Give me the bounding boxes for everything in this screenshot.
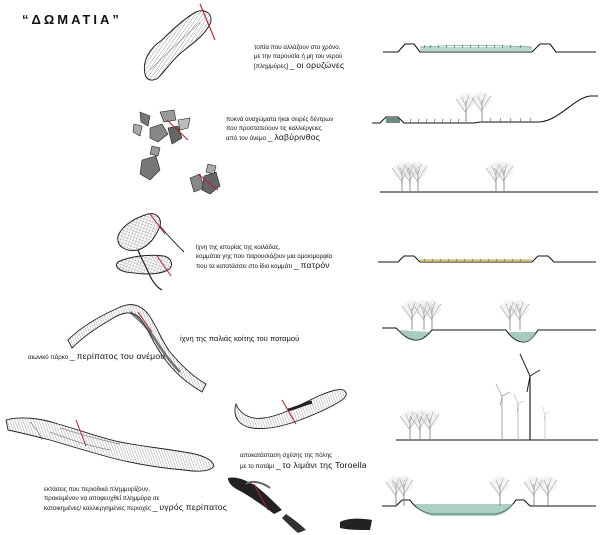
plan-harbour-shapes: [228, 477, 372, 533]
section-old-riverbed: [382, 299, 596, 343]
sheet-title: “ΔΩΜΑΤΙΑ”: [22, 12, 122, 27]
keyword-wind-promenade: περίπατος του ανέμου: [76, 351, 166, 361]
separator: _: [69, 351, 75, 361]
separator: _: [293, 260, 299, 271]
note-line: κομμάτια γης που παρουσιάζουν μια ομοιομ…: [196, 252, 333, 260]
note-wet-promenade: εκτάσεις που περιοδικά πλημμυρίζουν, προ…: [44, 486, 227, 514]
note-line: αποκατάσταση σχέσης της πόλης: [240, 452, 332, 459]
keyword-labyrinth: λαβύρινθος: [274, 132, 321, 143]
note-key-line: αιωνικό πάρκο _ περίπατος του ανέμου: [28, 352, 165, 363]
note-key-line: από τον άνεμο _ λαβύρινθος: [226, 133, 333, 144]
section-rice-fields: [383, 43, 596, 53]
note-line: με την παρουσία ή μη του νερού: [254, 52, 343, 60]
note-wind-promenade: αιωνικό πάρκο _ περίπατος του ανέμου: [28, 352, 165, 363]
note-labyrinth: πυκνά αναχώματα ήκαι σειρές δέντρων που …: [226, 116, 333, 144]
separator: _: [267, 132, 273, 143]
plan-old-riverbed: [67, 304, 207, 393]
section-wet-promenade: [382, 475, 596, 516]
keyword-rice-fields: οι ορυζώνες: [296, 60, 345, 71]
note-line: που προστατεύουν τις καλλιέργειες: [226, 124, 322, 132]
section-tree-rows: [380, 161, 598, 193]
note-line: από τον άνεμο: [226, 135, 267, 143]
note-line: ίχνη της παλιάς κοίτης του ποταμού: [180, 334, 300, 343]
note-old-riverbed: ίχνη της παλιάς κοίτης του ποταμού: [180, 334, 300, 344]
separator: _: [275, 459, 281, 470]
note-key-line: [πλημμύρες] _ οι ορυζώνες: [254, 61, 344, 72]
note-line: με το ποτάμι: [240, 462, 274, 470]
note-line: ίχνη της ιστορίας της κοιλάδας.: [196, 244, 281, 251]
note-line: [πλημμύρες]: [254, 63, 289, 71]
plan-labyrinth: [132, 109, 221, 195]
section-labyrinth: [372, 91, 598, 124]
note-key-line: με το ποτάμι _ το λιμάνι της Toroella: [240, 459, 367, 472]
keyword-pattern: πατρόν: [300, 260, 330, 271]
note-harbour: αποκατάσταση σχέσης της πόλης με το ποτά…: [240, 452, 367, 471]
plan-pattern: [115, 213, 185, 291]
note-key-line: που τα κατατάσσει στο ίδιο κομμάτι _ πατ…: [196, 261, 332, 272]
separator: _: [152, 502, 158, 513]
keyword-wet-promenade: υγρός περίπατος: [159, 502, 228, 513]
separator: _: [289, 60, 295, 71]
section-pattern: [378, 255, 596, 263]
note-line: κατοικημένες/ καλλιεργημένες περιοχές: [44, 505, 151, 513]
note-line: τοπία που αλλάζουν στο χρόνο.: [254, 44, 341, 51]
keyword-harbour: το λιμάνι της Toroella: [282, 459, 367, 470]
plan-harbour: [234, 389, 347, 429]
note-line: που τα κατατάσσει στο ίδιο κομμάτι: [196, 263, 293, 271]
note-key-line: κατοικημένες/ καλλιεργημένες περιοχές _ …: [44, 503, 227, 514]
note-line: εκτάσεις που περιοδικά πλημμυρίζουν,: [44, 486, 150, 493]
note-line: προκειμένου να αποφευχθεί πλημμύρα σε: [44, 494, 160, 502]
note-line: πυκνά αναχώματα ήκαι σειρές δέντρων: [226, 116, 334, 123]
plan-rice-fields: [143, 3, 216, 81]
plan-wet-promenade: [5, 417, 215, 472]
note-pattern: ίχνη της ιστορίας της κοιλάδας. κομμάτια…: [196, 244, 332, 272]
section-wind-park: [396, 353, 598, 441]
note-line: αιωνικό πάρκο: [28, 354, 69, 361]
note-rice-fields: τοπία που αλλάζουν στο χρόνο. με την παρ…: [254, 44, 344, 72]
